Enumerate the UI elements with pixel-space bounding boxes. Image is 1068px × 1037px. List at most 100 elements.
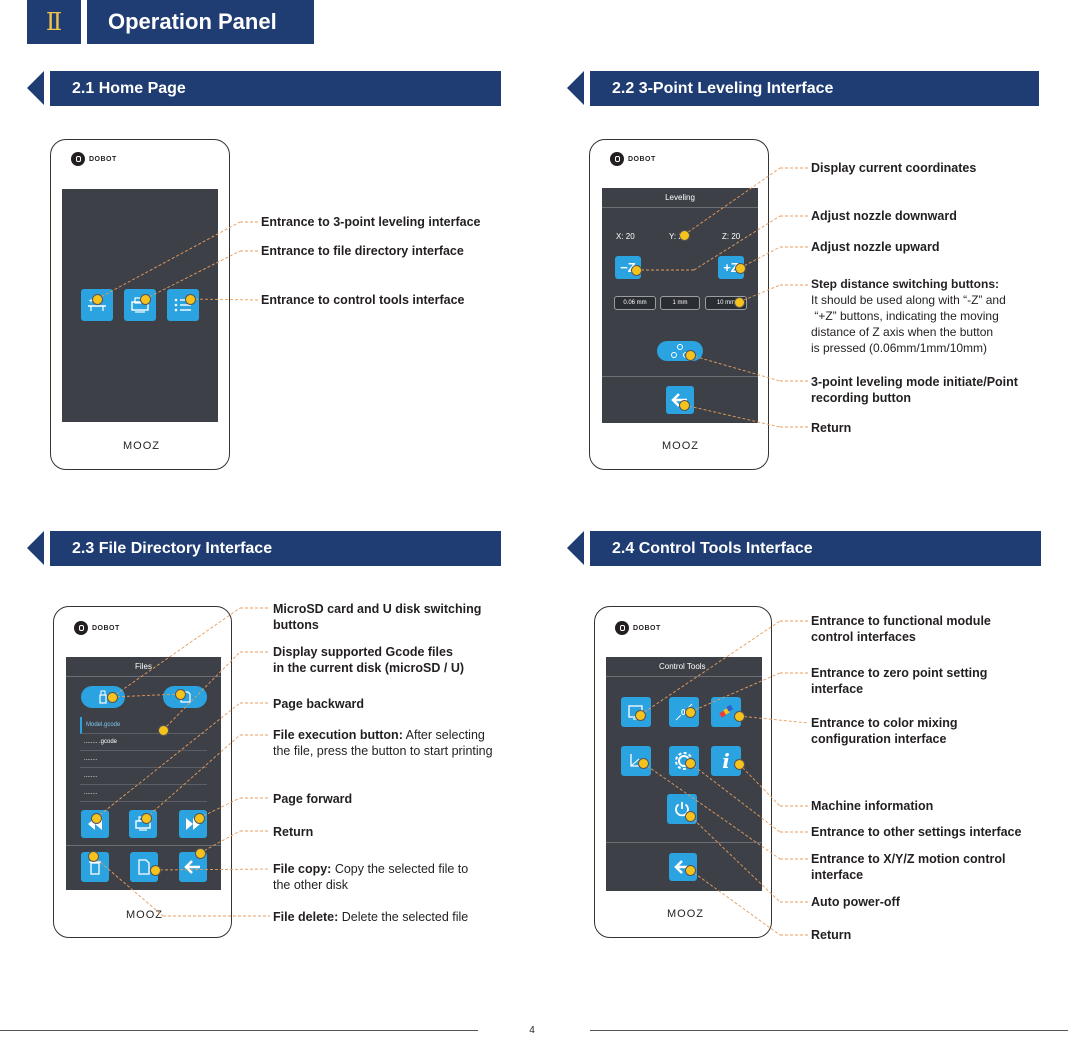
callout-dot <box>157 724 169 736</box>
dobot-logo: DOBOT <box>615 621 661 635</box>
svg-text:+: + <box>89 298 93 305</box>
return-button[interactable] <box>666 386 694 414</box>
callout-files-forward: Page forward <box>273 792 353 806</box>
section-arrow-icon <box>567 531 584 565</box>
dobot-logo: DOBOT <box>71 152 117 166</box>
callout-dot <box>684 349 696 361</box>
device-brand: MOOZ <box>123 440 160 452</box>
file-row[interactable]: ........ <box>80 768 207 785</box>
section-heading-tools: 2.4 Control Tools Interface <box>590 531 1041 566</box>
callout-tools-info: Machine information <box>811 799 934 813</box>
device-brand: MOOZ <box>667 908 704 920</box>
callout-dot <box>140 812 152 824</box>
footer-rule <box>590 1030 1068 1031</box>
callout-leveling-coords: Display current coordinates <box>811 161 977 175</box>
step-button-1mm[interactable]: 1 mm <box>660 296 700 310</box>
section-heading-files: 2.3 File Directory Interface <box>50 531 501 566</box>
leveling-record-button[interactable] <box>657 341 703 361</box>
section-arrow-icon <box>27 71 44 105</box>
callout-dot <box>684 864 696 876</box>
device-brand: MOOZ <box>662 440 699 452</box>
step-button-0-06mm[interactable]: 0.06 mm <box>614 296 656 310</box>
divider <box>66 845 221 846</box>
footer-rule <box>0 1030 478 1031</box>
dobot-logo: DOBOT <box>74 621 120 635</box>
copy-icon <box>138 859 150 875</box>
screen-title: Control Tools <box>606 657 762 677</box>
microsd-switch-button[interactable] <box>81 686 125 708</box>
callout-dot <box>733 710 745 722</box>
callout-home-files: Entrance to file directory interface <box>261 244 464 258</box>
dobot-logo: DOBOT <box>610 152 656 166</box>
callout-files-delete: File delete: Delete the selected file <box>273 910 469 924</box>
info-icon: i <box>722 749 730 773</box>
file-row[interactable]: ........ <box>80 785 207 802</box>
dobot-logo-icon <box>610 152 624 166</box>
callout-dot <box>734 262 746 274</box>
screen-title: Leveling <box>602 188 758 208</box>
callout-dot <box>139 293 151 305</box>
leveling-icon: + <box>88 298 106 311</box>
section-heading-leveling: 2.2 3-Point Leveling Interface <box>590 71 1039 106</box>
callout-dot <box>87 850 99 862</box>
screen-title: Files <box>66 657 221 677</box>
device-home: DOBOT + MOOZ <box>50 139 230 470</box>
home-screen: + <box>62 189 218 422</box>
callout-dot <box>684 810 696 822</box>
callout-tools-power: Auto power-off <box>811 895 900 909</box>
callout-dot <box>637 757 649 769</box>
callout-leveling-step: Step distance switching buttons: It shou… <box>811 277 1006 355</box>
tools-screen: Control Tools 0 i <box>606 657 762 891</box>
callout-leveling-return: Return <box>811 421 852 435</box>
callout-leveling-down: Adjust nozzle downward <box>811 209 957 223</box>
list-icon <box>174 298 191 312</box>
callout-dot <box>194 847 206 859</box>
file-row[interactable]: ........ .gcode <box>80 734 207 751</box>
device-tools: DOBOT Control Tools 0 i MOOZ <box>594 606 772 938</box>
file-row[interactable]: ........ <box>80 751 207 768</box>
chapter-title: Operation Panel <box>87 0 314 44</box>
device-brand: MOOZ <box>126 909 163 921</box>
callout-dot <box>184 293 196 305</box>
callout-dot <box>678 399 690 411</box>
callout-tools-return: Return <box>811 928 852 942</box>
page-number: 4 <box>529 1025 535 1036</box>
coord-y: Y: 20 <box>669 232 687 241</box>
divider <box>602 376 758 377</box>
color-mix-icon <box>719 704 734 718</box>
callout-dot <box>684 706 696 718</box>
callout-dot <box>106 691 118 703</box>
section-arrow-icon <box>567 71 584 105</box>
coord-x: X: 20 <box>616 232 635 241</box>
callout-files-backward: Page backward <box>273 697 365 711</box>
chapter-number: Ⅱ <box>27 0 81 44</box>
callout-dot <box>634 709 646 721</box>
file-row[interactable]: Model.gcode <box>80 717 207 734</box>
callout-dot <box>733 296 745 308</box>
callout-home-leveling: Entrance to 3-point leveling interface <box>261 215 481 229</box>
callout-dot <box>91 293 103 305</box>
control-tools-entry-button[interactable] <box>167 289 199 321</box>
file-directory-entry-button[interactable] <box>124 289 156 321</box>
dobot-logo-icon <box>71 152 85 166</box>
return-arrow-icon <box>184 860 200 874</box>
callout-tools-settings: Entrance to other settings interface <box>811 825 1022 839</box>
callout-dot <box>193 812 205 824</box>
callout-dot <box>90 812 102 824</box>
callout-dot <box>149 864 161 876</box>
return-button[interactable] <box>179 852 207 882</box>
device-files: DOBOT Files Model.gcode ........ .gcode … <box>53 606 232 938</box>
callout-dot <box>630 264 642 276</box>
section-heading-home: 2.1 Home Page <box>50 71 501 106</box>
section-arrow-icon <box>27 531 44 565</box>
callout-dot <box>174 688 186 700</box>
divider <box>606 842 762 843</box>
